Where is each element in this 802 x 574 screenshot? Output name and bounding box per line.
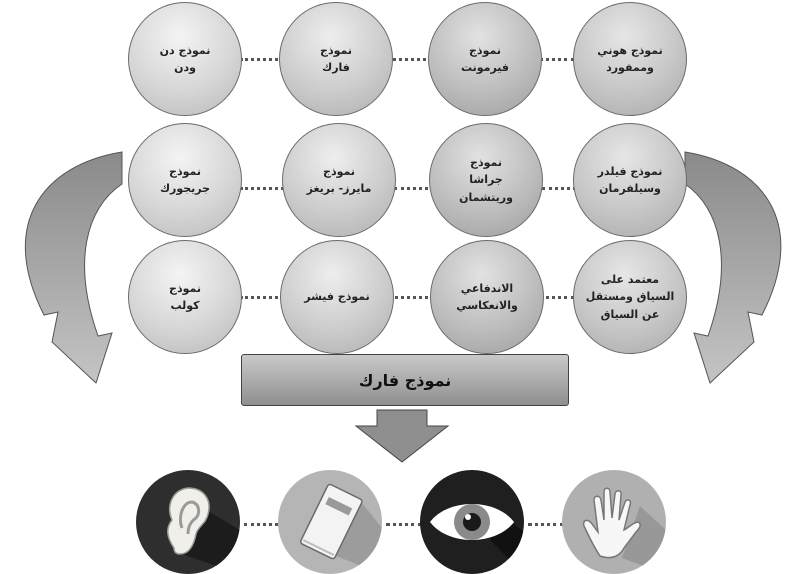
vark-model-box: نموذج فارك <box>241 354 569 406</box>
connector <box>528 523 564 526</box>
model-node-honey-mumford: نموذج هوني وممفورد <box>573 2 687 116</box>
model-node-fisher: نموذج فيشر <box>280 240 394 354</box>
connector <box>394 187 434 190</box>
model-node-grasha-riechmann: نموذج جراشا وريتشمان <box>429 123 543 237</box>
connector <box>240 187 284 190</box>
eye-icon <box>420 470 524 574</box>
model-node-vermont: نموذج فيرمونت <box>428 2 542 116</box>
model-node-dunn: نموذج دن ودن <box>128 2 242 116</box>
down-arrow <box>354 409 450 463</box>
connector <box>386 523 422 526</box>
model-node-gregorc: نموذج جريجورك <box>128 123 242 237</box>
model-node-kolb: نموذج كولب <box>128 240 242 354</box>
connector <box>542 187 576 190</box>
model-node-myers-briggs: نموذج مايرز- بريغز <box>282 123 396 237</box>
connector <box>240 296 284 299</box>
left-curved-arrow <box>24 151 123 384</box>
connector <box>539 296 575 299</box>
model-node-impulsive-reflective: الاندفاعي والانعكاسي <box>430 240 544 354</box>
connector <box>539 58 575 61</box>
right-curved-arrow <box>684 151 782 384</box>
model-node-field-dependence: معتمد على السياق ومستقل عن السياق <box>573 240 687 354</box>
connector <box>388 296 434 299</box>
book-icon <box>278 470 382 574</box>
hand-icon <box>562 470 666 574</box>
connector <box>240 58 284 61</box>
model-node-felder-silverman: نموذج فيلدر وسيلفرمان <box>573 123 687 237</box>
connector <box>388 58 432 61</box>
connector <box>244 523 278 526</box>
ear-icon <box>136 470 240 574</box>
model-node-vark: نموذج فارك <box>279 2 393 116</box>
